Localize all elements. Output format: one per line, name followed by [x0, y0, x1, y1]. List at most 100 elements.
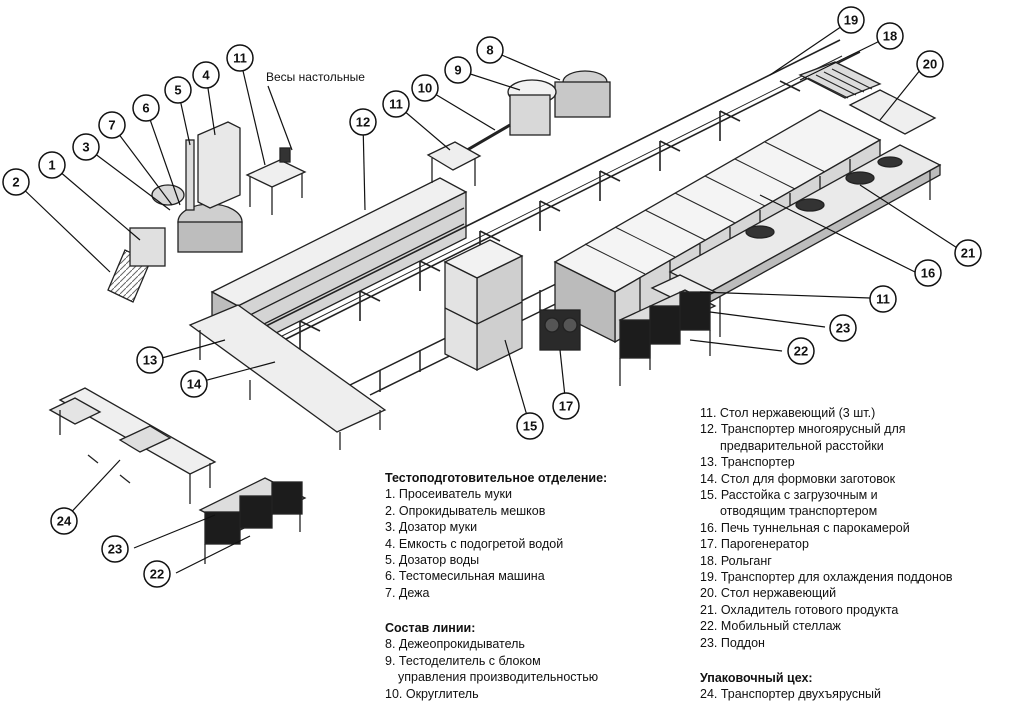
callout-11-b: 11 [382, 90, 410, 118]
callout-11-c: 11 [869, 285, 897, 313]
roller-table [798, 61, 937, 135]
svg-text:11: 11 [389, 97, 403, 112]
legend-item: 24. Транспортер двухъярусный [700, 687, 881, 702]
legend-item: 20. Стол нержавеющий [700, 586, 837, 601]
pallet-rack-right [618, 274, 717, 386]
callout-11-a: 11 [226, 44, 254, 72]
legend-item: 14. Стол для формовки заготовок [700, 471, 896, 486]
legend-item: 19. Транспортер для охлаждения поддонов [700, 570, 953, 585]
forming-table [188, 304, 387, 450]
callout-1: 1 [38, 151, 66, 179]
legend-line: Состав линии: 8. Дежеопрокидыватель 9. Т… [385, 620, 598, 702]
scales-table [245, 147, 307, 215]
callout-23-a: 23 [829, 314, 857, 342]
callout-20: 20 [916, 50, 944, 78]
svg-text:21: 21 [961, 246, 975, 261]
legend-pack-header: Упаковочный цех: [700, 671, 813, 685]
svg-text:20: 20 [923, 57, 937, 72]
svg-text:24: 24 [57, 514, 72, 529]
callout-2: 2 [2, 168, 30, 196]
svg-text:5: 5 [174, 83, 181, 98]
legend-prep: Тестоподготовительное отделение: 1. Прос… [385, 470, 607, 601]
svg-text:16: 16 [921, 266, 935, 281]
svg-text:10: 10 [418, 81, 432, 96]
legend-item: 13. Транспортер [700, 455, 795, 470]
svg-text:9: 9 [454, 63, 461, 78]
legend-item: 16. Печь туннельная с парокамерой [700, 520, 910, 535]
callout-24: 24 [50, 507, 78, 535]
callout-6: 6 [132, 94, 160, 122]
svg-text:11: 11 [876, 292, 890, 307]
callout-16: 16 [914, 259, 942, 287]
svg-text:17: 17 [559, 399, 573, 414]
legend-item: 6. Тестомесильная машина [385, 569, 545, 584]
legend-item: 18. Рольганг [700, 553, 772, 568]
equipment-drawings [48, 39, 942, 564]
scales-label: Весы настольные [266, 70, 365, 84]
pallet-rack-left [198, 477, 307, 564]
legend-prep-header: Тестоподготовительное отделение: [385, 471, 608, 485]
callout-21: 21 [954, 239, 982, 267]
legend-item: 7. Дежа [385, 585, 430, 600]
legend-item: 2. Опрокидыватель мешков [385, 503, 546, 518]
svg-text:22: 22 [794, 344, 808, 359]
cooling-conveyor [257, 39, 861, 351]
svg-text:11: 11 [233, 51, 247, 66]
callout-12: 12 [349, 108, 377, 136]
legend-item: отводящим транспортером [720, 504, 878, 519]
legend-item: 9. Тестоделитель с блоком [385, 653, 541, 668]
svg-text:14: 14 [187, 377, 202, 392]
steam-generator [539, 309, 581, 351]
svg-text:23: 23 [108, 542, 122, 557]
callout-5: 5 [164, 76, 192, 104]
callout-10: 10 [411, 74, 439, 102]
callout-15: 15 [516, 412, 544, 440]
legend-item: предварительной расстойки [720, 438, 884, 453]
svg-text:18: 18 [883, 29, 897, 44]
legend-item: 4. Емкость с подогретой водой [385, 536, 564, 551]
svg-text:4: 4 [202, 68, 210, 83]
legend-item: 21. Охладитель готового продукта [700, 602, 899, 617]
svg-text:6: 6 [142, 101, 149, 116]
legend-item: 5. Дозатор воды [385, 553, 480, 568]
callout-14: 14 [180, 370, 208, 398]
legend-item: 23. Поддон [700, 635, 765, 650]
callout-3: 3 [72, 133, 100, 161]
legend-item: управления производительностью [398, 670, 599, 685]
callout-22-b: 22 [143, 560, 171, 588]
callout-23-b: 23 [101, 535, 129, 563]
svg-text:19: 19 [844, 13, 858, 28]
callout-9: 9 [444, 56, 472, 84]
callout-7: 7 [98, 111, 126, 139]
callout-22-a: 22 [787, 337, 815, 365]
svg-text:22: 22 [150, 567, 164, 582]
packing-conveyor [48, 387, 217, 504]
callout-8: 8 [476, 36, 504, 64]
legend-item: 8. Дежеопрокидыватель [385, 637, 525, 652]
svg-text:13: 13 [143, 353, 157, 368]
proofer-cabinet [443, 239, 524, 372]
legend-item: 1. Просеиватель муки [385, 487, 512, 502]
legend-item: 10. Округлитель [385, 686, 479, 701]
callouts: 1 2 3 4 5 6 7 8 9 10 11 11 11 12 13 14 1… [2, 6, 982, 588]
svg-text:23: 23 [836, 321, 850, 336]
legend-right: 11. Стол нержавеющий (3 шт.) 12. Транспо… [700, 405, 953, 651]
callout-17: 17 [552, 392, 580, 420]
callout-13: 13 [136, 346, 164, 374]
svg-text:1: 1 [48, 158, 55, 173]
svg-text:12: 12 [356, 115, 370, 130]
callout-19: 19 [837, 6, 865, 34]
svg-text:7: 7 [108, 118, 115, 133]
callout-4: 4 [192, 61, 220, 89]
legend-item: 3. Дозатор муки [385, 520, 478, 535]
legend-item: 11. Стол нержавеющий (3 шт.) [700, 406, 876, 420]
callout-18: 18 [876, 22, 904, 50]
svg-text:8: 8 [486, 43, 493, 58]
legend-item: 15. Расстойка с загрузочным и [700, 488, 878, 503]
svg-text:3: 3 [82, 140, 89, 155]
mixing-station [107, 121, 243, 303]
svg-text:15: 15 [523, 419, 537, 434]
legend-item: 12. Транспортер многоярусный для [700, 422, 906, 437]
svg-text:2: 2 [12, 175, 19, 190]
